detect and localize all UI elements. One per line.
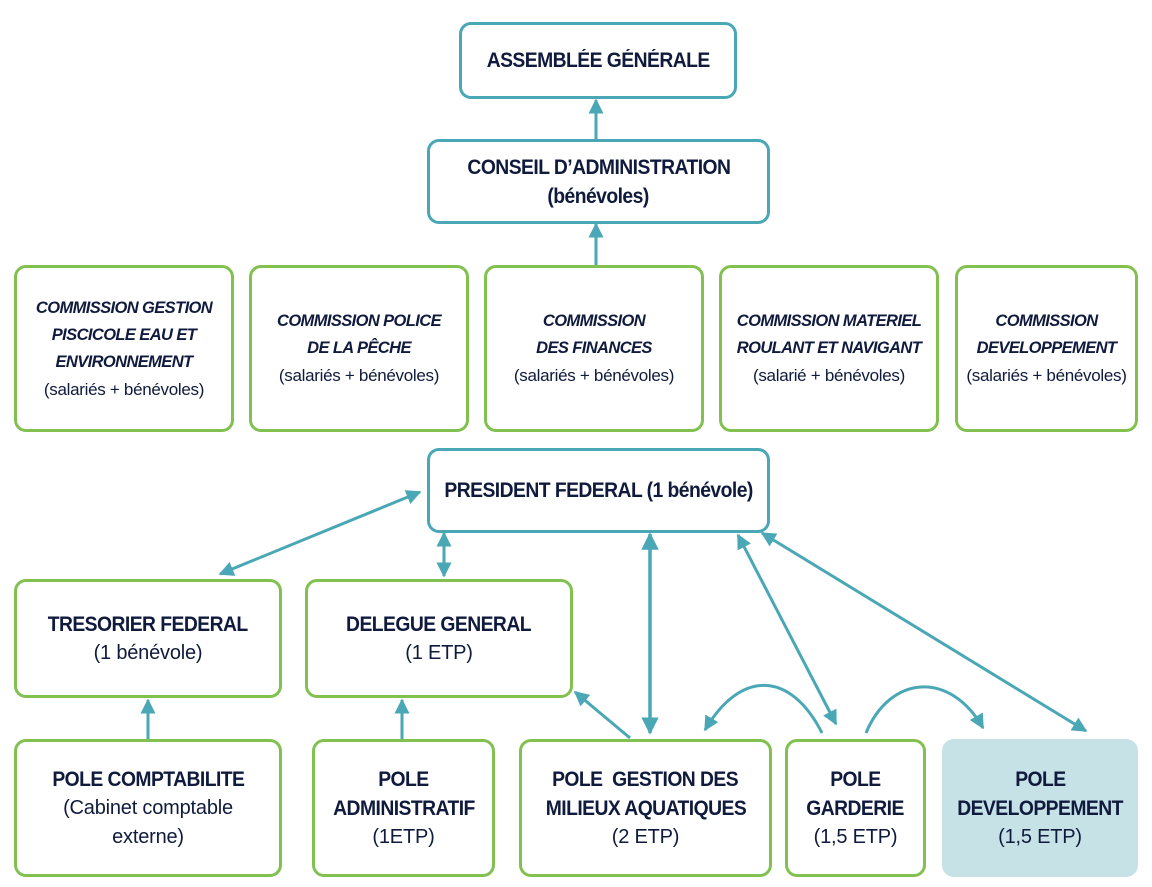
president-federal-title: PRESIDENT FEDERAL (1 bénévole) [444,479,753,502]
conseil-administration-box: CONSEIL D’ADMINISTRATION (bénévoles) [427,139,770,224]
commission-title-line: PISCICOLE EAU ET [51,325,197,344]
conseil-administration-title: CONSEIL D’ADMINISTRATION [467,155,731,179]
tresorier-federal-box: TRESORIER FEDERAL (1 bénévole) [14,579,282,698]
pole-title-line: MILIEUX AQUATIQUES [545,796,746,820]
commission-title-line: DE LA PÊCHE [307,339,411,357]
officer-title: TRESORIER FEDERAL [48,612,248,636]
commission-staff: (salarié + bénévoles) [753,366,905,385]
commission-title-line: DEVELOPPEMENT [976,339,1117,357]
commission-title-line: ENVIRONNEMENT [55,352,193,371]
pole-staff-line: (1ETP) [372,825,435,848]
commission-title-line: COMMISSION MATERIEL [736,312,922,330]
arrow-president-garderie [736,533,838,726]
pole-staff-line: (1,5 ETP) [998,825,1082,848]
delegue-general-box: DELEGUE GENERAL (1 ETP) [305,579,573,698]
commission-finances: COMMISSION DES FINANCES (salariés + béné… [484,265,704,432]
commission-police-peche: COMMISSION POLICE DE LA PÊCHE (salariés … [249,265,469,432]
commission-title-line: ROULANT ET NAVIGANT [736,339,922,357]
arrow-garderie-to-developpement [864,685,985,734]
pole-title-line: GARDERIE [806,796,905,820]
commission-title-line: COMMISSION [995,312,1098,330]
pole-title-line: POLE [1014,767,1066,791]
arrow-garderie-to-gestion [703,683,824,734]
commission-title-line: COMMISSION GESTION [35,298,213,317]
pole-staff-line: (Cabinet comptable [63,796,233,819]
pole-gestion-milieux-box: POLE GESTION DES MILIEUX AQUATIQUES (2 E… [519,739,772,877]
assemblee-generale-box: ASSEMBLÉE GÉNÉRALE [459,22,737,99]
pole-title-line: ADMINISTRATIF [332,796,475,820]
pole-staff-line: externe) [112,825,184,848]
pole-garderie-box: POLE GARDERIE (1,5 ETP) [785,739,926,877]
pole-comptabilite-box: POLE COMPTABILITE (Cabinet comptable ext… [14,739,282,877]
pole-title-line: POLE GESTION DES [552,767,739,791]
officer-title: DELEGUE GENERAL [346,612,533,636]
pole-administratif-box: POLE ADMINISTRATIF (1ETP) [312,739,495,877]
pole-staff-line: (1,5 ETP) [813,825,898,848]
pole-title-line: POLE [830,767,881,791]
commission-staff: (salariés + bénévoles) [43,379,205,399]
conseil-administration-subtitle: (bénévoles) [547,184,650,208]
pole-developpement-box: POLE DEVELOPPEMENT (1,5 ETP) [942,739,1138,877]
commission-developpement: COMMISSION DEVELOPPEMENT (salariés + bén… [955,265,1138,432]
pole-title-line: DEVELOPPEMENT [957,796,1123,820]
commission-title-line: COMMISSION [542,312,646,330]
commission-staff: (salariés + bénévoles) [513,366,675,385]
assemblee-generale-title: ASSEMBLÉE GÉNÉRALE [486,49,710,72]
officer-staff: (1 bénévole) [93,641,203,664]
commission-staff: (salariés + bénévoles) [278,366,440,385]
commission-materiel: COMMISSION MATERIEL ROULANT ET NAVIGANT … [719,265,939,432]
president-federal-box: PRESIDENT FEDERAL (1 bénévole) [427,448,770,533]
commission-title-line: COMMISSION POLICE [277,312,442,330]
pole-title-line: POLE COMPTABILITE [51,767,245,791]
commission-title-line: DES FINANCES [536,339,652,357]
arrow-gestion-to-delegue [573,690,631,740]
commission-gestion-piscicole: COMMISSION GESTION PISCICOLE EAU ET ENVI… [14,265,234,432]
arrow-president-developpement [760,531,1088,733]
arrow-president-tresorier [218,490,422,576]
commission-staff: (salariés + bénévoles) [966,366,1127,385]
officer-staff: (1 ETP) [405,641,473,664]
pole-title-line: POLE [378,767,429,791]
pole-staff-line: (2 ETP) [611,825,680,848]
